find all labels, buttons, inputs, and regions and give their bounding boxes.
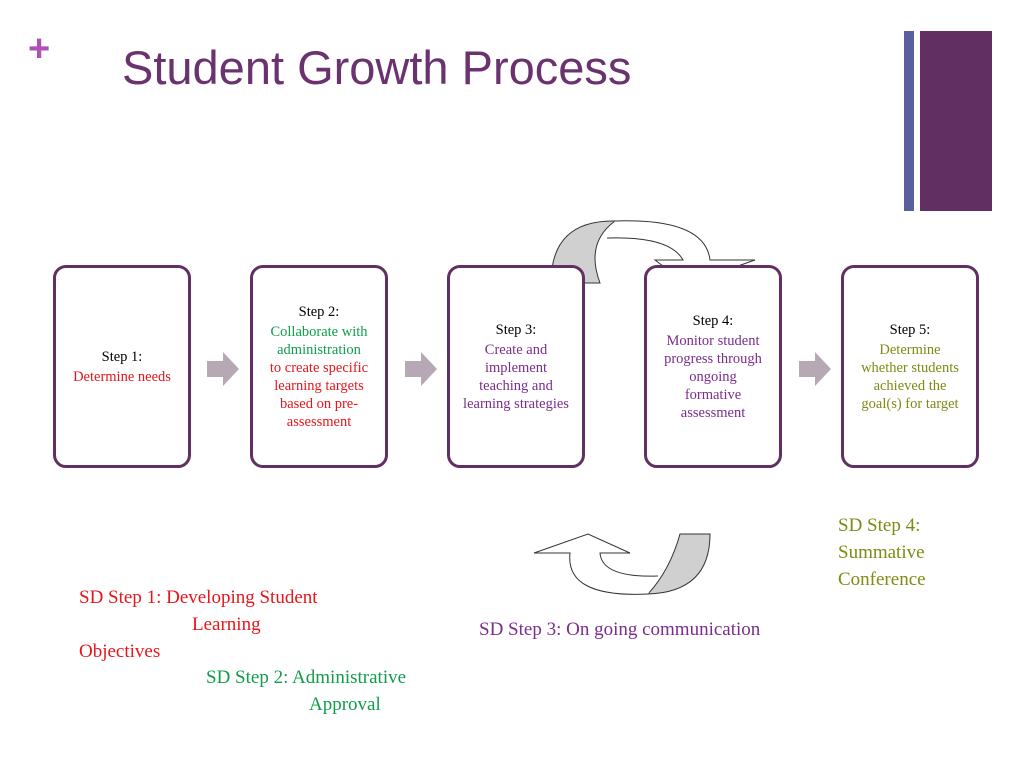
sd-step-4-line-2: Summative: [838, 542, 925, 563]
decorative-bar-thick: [920, 31, 992, 211]
sd-step-1-line-1: SD Step 1: Developing Student: [79, 587, 318, 608]
step-5-desc: Determine whether students achieved the …: [861, 341, 959, 412]
sd-step-4-line-3: Conference: [838, 569, 926, 590]
step-3-desc: Create and implement teaching and learni…: [463, 341, 569, 412]
step-1-label: Step 1:: [101, 348, 143, 365]
step-1-box: Step 1: Determine needs: [53, 265, 191, 468]
arrow-right-icon: [799, 352, 831, 386]
step-2-label: Step 2:: [298, 303, 340, 320]
sd-step-2-line-2: Approval: [309, 694, 381, 715]
step-3-label: Step 3:: [495, 321, 537, 338]
arrow-right-icon: [405, 352, 437, 386]
arrow-right-icon: [207, 352, 239, 386]
sd-step-3: SD Step 3: On going communication: [479, 619, 761, 640]
step-5-box: Step 5: Determine whether students achie…: [841, 265, 979, 468]
step-2-desc-bottom: to create specific learning targets base…: [269, 359, 369, 430]
decorative-bar-thin: [904, 31, 914, 211]
sd-step-1-line-2: Learning: [192, 614, 261, 635]
step-5-label: Step 5:: [889, 321, 931, 338]
step-2-box: Step 2: Collaborate with administration …: [250, 265, 388, 468]
curved-arrow-bottom: [533, 533, 711, 595]
sd-step-2-line-1: SD Step 2: Administrative: [206, 667, 407, 688]
sd-step-1-line-3: Objectives: [79, 641, 161, 662]
step-3-box: Step 3: Create and implement teaching an…: [447, 265, 585, 468]
step-4-box: Step 4: Monitor student progress through…: [644, 265, 782, 468]
step-4-label: Step 4:: [692, 312, 734, 329]
slide-title: Student Growth Process: [122, 41, 632, 94]
step-2-desc-top: Collaborate with administration: [270, 323, 368, 358]
plus-icon: +: [28, 28, 51, 70]
step-1-desc: Determine needs: [73, 368, 171, 385]
sd-step-4-line-1: SD Step 4:: [838, 515, 921, 536]
step-4-desc: Monitor student progress through ongoing…: [664, 332, 762, 421]
